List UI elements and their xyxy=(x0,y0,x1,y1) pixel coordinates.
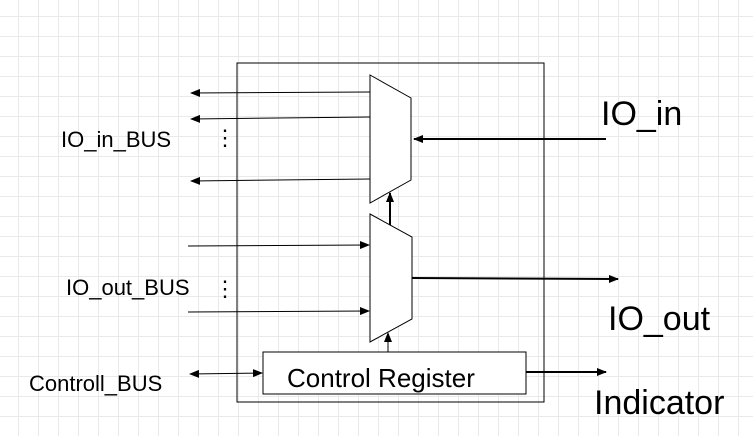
io-out-bus-label: IO_out_BUS xyxy=(66,275,190,300)
input-mux xyxy=(369,74,412,204)
io-in-label: IO_in xyxy=(601,95,683,133)
io-out-bus-ellipsis: ⋮ xyxy=(214,276,236,301)
io-out-arrow xyxy=(411,274,619,283)
io-in-bus-label: IO_in_BUS xyxy=(61,127,172,152)
io-in-bus-arrow-3 xyxy=(190,176,371,185)
io-in-bus-ellipsis: ⋮ xyxy=(214,125,236,150)
controll-bus-arrow xyxy=(189,369,263,378)
indicator-label: Indicator xyxy=(594,384,725,422)
control-register-label: Control Register xyxy=(287,363,475,393)
output-mux xyxy=(369,213,413,343)
controll-bus-label: Controll_BUS xyxy=(29,371,163,396)
io-in-bus-arrow-2 xyxy=(190,114,371,123)
io-out-bus-arrow-2 xyxy=(187,307,370,316)
io-out-bus-arrow-1 xyxy=(187,241,370,250)
module-box xyxy=(236,62,545,403)
io-in-bus-arrow-1 xyxy=(190,88,371,97)
io-out-label: IO_out xyxy=(608,300,711,338)
